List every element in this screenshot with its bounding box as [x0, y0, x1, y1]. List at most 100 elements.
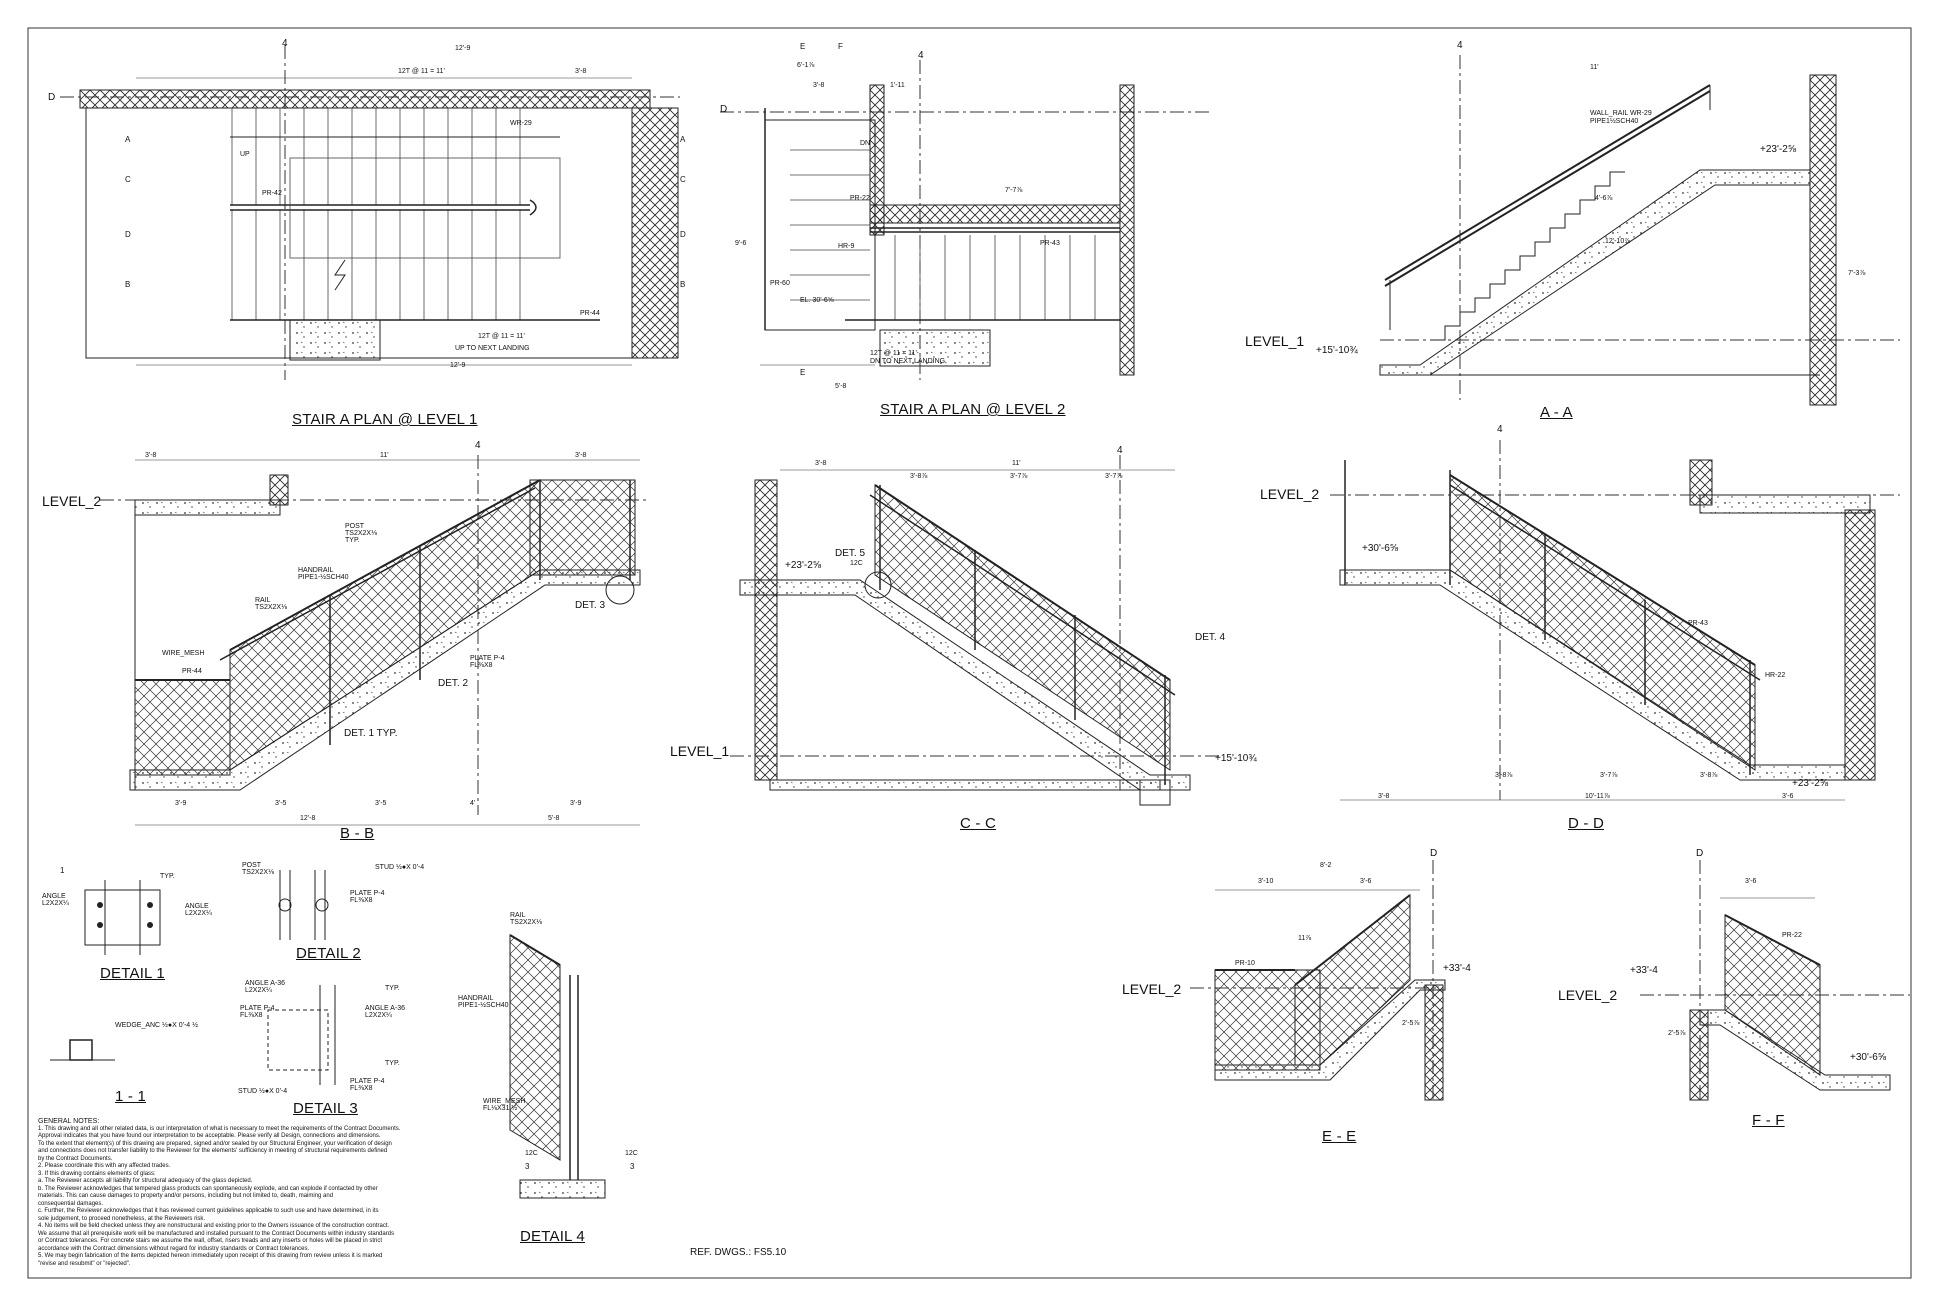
tag-stud-det2: STUD ½●X 0'-4	[375, 864, 425, 871]
dim-bb-58: 5'-8	[548, 815, 560, 822]
tag-post-size: TS2X2X⅛	[345, 530, 377, 537]
callout-det2-bb: DET. 2	[438, 678, 469, 689]
note-1e: by the Contract Documents.	[38, 1155, 113, 1162]
tag-post-typ: TYP.	[345, 537, 360, 544]
tag-angle-det1a: ANGLE	[42, 893, 66, 900]
note-4b: We assume that all prerequisite work wil…	[38, 1230, 395, 1237]
tag-angle-det1a-size: L2X2X¼	[42, 900, 69, 907]
tag-post: POST	[345, 523, 365, 530]
cut-c-left: C	[125, 175, 131, 184]
grid-4-dd: 4	[1497, 424, 1503, 435]
dim-cc-37b: 3'-7⅞	[1105, 473, 1123, 480]
grid-4-plan1: 4	[282, 38, 288, 49]
cut-3-det4b: 3	[630, 1162, 635, 1171]
note-4c: or Contract tolerances. For concrete sta…	[38, 1238, 383, 1244]
tag-plate-det3a: PLATE P-4	[240, 1005, 275, 1012]
note-3c2: sole judgement, to proceed nonetheless, …	[38, 1215, 206, 1222]
detail-1	[84, 880, 161, 955]
note-3c: c. Further, the Reviewer acknowledges th…	[38, 1208, 379, 1214]
dim-plan2-38: 3'-8	[813, 82, 825, 89]
elev-dd-23: +23'-2⅝	[1792, 778, 1829, 789]
dim-dd-1011: 10'-11⅞	[1585, 793, 1610, 800]
dim-dd-36: 3'-6	[1782, 793, 1794, 800]
dim-ff-25: 2'-5⅞	[1668, 1030, 1686, 1037]
note-4: 4. No items will be field checked unless…	[38, 1223, 390, 1229]
dim-cc-38b: 3'-8⅞	[910, 473, 928, 480]
callout-det5-sheet: 12C	[850, 560, 863, 567]
tag-plate-det2: PLATE P-4	[350, 890, 385, 897]
dim-plan2-top: 6'-1⅞	[797, 62, 815, 69]
reference-drawings: REF. DWGS.: FS5.10	[690, 1247, 787, 1258]
grid-4-aa: 4	[1457, 40, 1463, 51]
notes-heading: GENERAL NOTES:	[38, 1118, 100, 1125]
cut-a-left: A	[125, 135, 131, 144]
note-5: 5. We may begin fabrication of the items…	[38, 1253, 383, 1259]
cut-f-top: F	[838, 42, 843, 51]
note-1d: and connections does not transfer liabil…	[38, 1148, 388, 1154]
tag-pr22: PR-22	[850, 195, 870, 202]
dim-ee-25: 2'-5⅞	[1402, 1020, 1420, 1027]
dim-bb-35b: 3'-5	[375, 800, 387, 807]
title-section-bb: B - B	[340, 825, 375, 842]
tag-hr22: HR-22	[1765, 672, 1786, 679]
note-1: 1. This drawing and all other related da…	[38, 1125, 401, 1132]
dim-bb-128: 12'-8	[300, 815, 316, 822]
cut-1-det1: 1	[60, 866, 65, 875]
dim-ee-36: 3'-6	[1360, 878, 1372, 885]
level-label-dd: LEVEL_2	[1260, 486, 1320, 502]
dim-dd-38: 3'-8	[1378, 793, 1390, 800]
dim-dd-37: 3'-7⅞	[1600, 772, 1618, 779]
grid-d-ff: D	[1696, 848, 1704, 859]
cut-e-top: E	[800, 42, 806, 51]
title-section-ee: E - E	[1322, 1128, 1357, 1145]
cut-e-bottom: E	[800, 368, 806, 377]
detail-4	[509, 934, 606, 1199]
grid-4-bb: 4	[475, 440, 481, 451]
grid-d-plan2: D	[720, 104, 728, 115]
callout-det5: DET. 5	[835, 548, 866, 559]
level-label-cc: LEVEL_1	[670, 743, 730, 759]
dim-ee-11: 11⅞	[1298, 935, 1312, 942]
title-detail4: DETAIL 4	[520, 1228, 585, 1245]
dim-dd-38c: 3'-8⅞	[1700, 772, 1718, 779]
dim-cc-38: 3'-8	[815, 460, 827, 467]
tag-plate-bb-size: FL⅜X8	[470, 662, 493, 669]
tag-stud-det3: STUD ½●X 0'-4	[238, 1088, 288, 1095]
cut-a-right: A	[680, 135, 686, 144]
level-label-aa: LEVEL_1	[1245, 333, 1305, 349]
elev-cc-15: +15'-10¾	[1215, 753, 1257, 764]
label-dn: DN	[860, 140, 871, 147]
tag-post-det2-size: TS2X2X⅛	[242, 869, 274, 876]
tag-pr43: PR-43	[1040, 240, 1060, 247]
dim-ee-310: 3'-10	[1258, 878, 1274, 885]
elev-ee-33: +33'-4	[1443, 963, 1471, 974]
tag-pr43-dd: PR-43	[1688, 620, 1708, 627]
dim-aa-11: 11'	[1590, 64, 1599, 71]
grid-4-cc: 4	[1117, 445, 1123, 456]
tag-rail-det4: RAIL	[510, 912, 526, 919]
elev-ff-33: +33'-4	[1630, 965, 1658, 976]
note-3: 3. If this drawing contains elements of …	[38, 1170, 156, 1177]
tag-typ-det3b: TYP.	[385, 1060, 400, 1067]
dim-bb-39b: 3'-9	[570, 800, 582, 807]
tag-pr42: PR-42	[262, 190, 282, 197]
tag-rail-det4-size: TS2X2X⅛	[510, 919, 542, 926]
cut-d-left: D	[125, 230, 131, 239]
dim-plan1-run: 12T @ 11 = 11'	[398, 68, 445, 75]
label-up-next: UP TO NEXT LANDING	[455, 345, 530, 352]
tag-plate-det2-size: FL⅜X8	[350, 897, 373, 904]
tag-handrail-det4-pipe: PIPE1-½SCH40	[458, 1002, 509, 1009]
tag-handrail-pipe: PIPE1-½SCH40	[298, 574, 349, 581]
note-3b2: materials. This can cause damages to pro…	[38, 1193, 334, 1199]
dim-bb-4: 4'	[470, 800, 476, 807]
note-3b: b. The Reviewer acknowledges that temper…	[38, 1185, 378, 1192]
dim-bb-38r: 3'-8	[575, 452, 587, 459]
callout-det4-cc: DET. 4	[1195, 632, 1226, 643]
title-detail1: DETAIL 1	[100, 965, 165, 982]
tag-plate-bb: PLATE P-4	[470, 655, 505, 662]
title-section-ff: F - F	[1752, 1112, 1785, 1129]
tag-pr44: PR-44	[580, 310, 600, 317]
title-detail3: DETAIL 3	[293, 1100, 358, 1117]
section-1-1	[50, 1039, 115, 1061]
